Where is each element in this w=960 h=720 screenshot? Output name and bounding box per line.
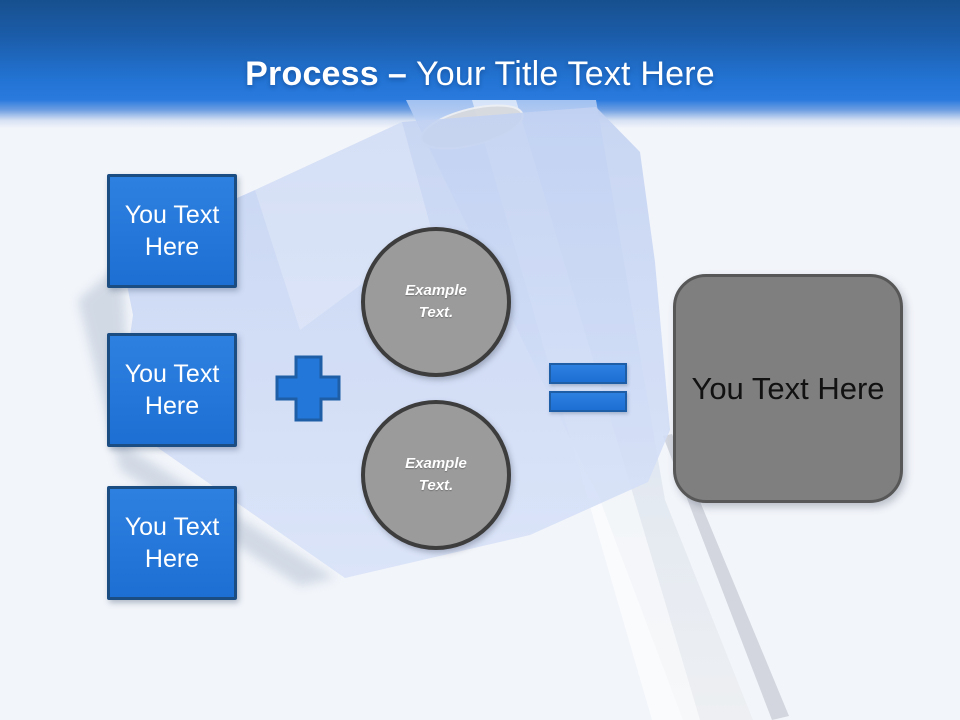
- title-dash: –: [387, 55, 407, 93]
- input-box-1: You Text Here: [107, 174, 237, 288]
- equals-top-bar: [549, 363, 627, 384]
- title-keyword: Process: [245, 55, 379, 93]
- input-box-2-label: You Text Here: [124, 360, 220, 420]
- input-box-1-label: You Text Here: [124, 201, 220, 261]
- result-box-label: You Text Here: [691, 370, 885, 406]
- example-circle-2: Example Text.: [361, 400, 511, 550]
- input-box-3-label: You Text Here: [124, 513, 220, 573]
- example-circle-1-label: Example Text.: [405, 282, 467, 321]
- equals-icon: [549, 363, 627, 412]
- title-text: Your Title Text Here: [416, 55, 715, 93]
- result-box: You Text Here: [673, 274, 903, 503]
- plus-icon: [275, 355, 341, 422]
- example-circle-2-label: Example Text.: [405, 455, 467, 494]
- input-box-3: You Text Here: [107, 486, 237, 600]
- equals-bottom-bar: [549, 391, 627, 412]
- slide-title: Process–Your Title Text Here: [0, 56, 960, 92]
- input-box-2: You Text Here: [107, 333, 237, 447]
- example-circle-1: Example Text.: [361, 227, 511, 377]
